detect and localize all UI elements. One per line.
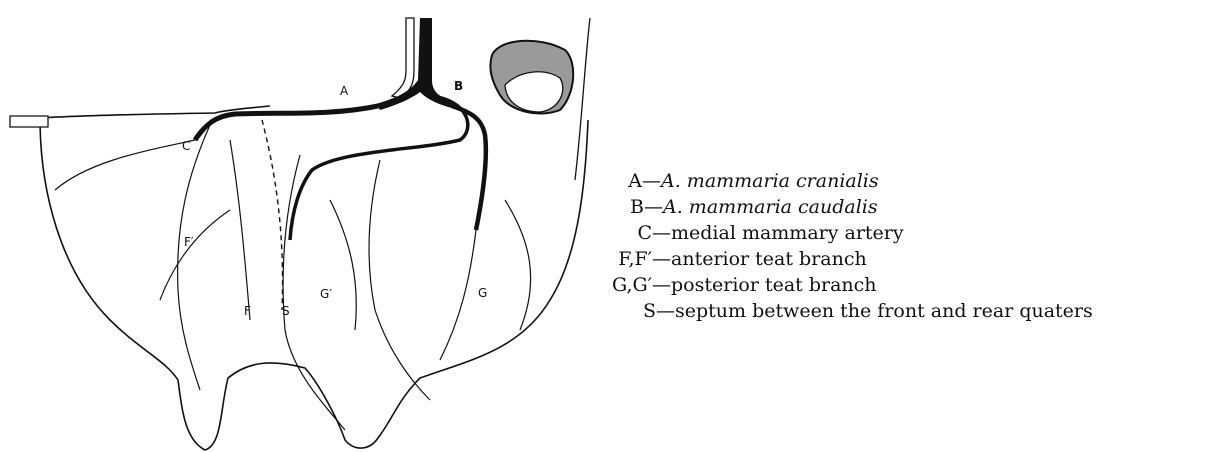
udder-artery-diagram: A B C F′ F S G′ G (0, 0, 600, 452)
label-g-prime: G′ (320, 287, 332, 301)
legend-item-f: F,F′—anterior teat branch (592, 246, 867, 272)
legend-text: A. mammaria cranialis (661, 170, 879, 192)
teat-branches (55, 125, 531, 430)
legend-key: F,F′ (592, 246, 652, 272)
legend-item-b: B—A. mammaria caudalis (592, 194, 878, 220)
legend-text: anterior teat branch (671, 248, 867, 270)
legend-item-g: G,G′—posterior teat branch (592, 272, 877, 298)
legend-key: S (592, 298, 656, 324)
label-a: A (340, 84, 349, 98)
main-artery-trunk (376, 18, 455, 110)
legend-item-a: A—A. mammaria cranialis (592, 168, 879, 194)
legend-text: medial mammary artery (671, 222, 904, 244)
label-c: C (182, 139, 190, 153)
legend-text: posterior teat branch (671, 274, 877, 296)
artery-b-arch (290, 96, 468, 240)
legend-key: B (592, 194, 644, 220)
aorta-trunk (392, 18, 414, 98)
legend-item-c: C—medial mammary artery (592, 220, 904, 246)
label-f: F (244, 304, 251, 318)
legend-text: A. mammaria caudalis (663, 196, 878, 218)
left-vessel-stub (10, 116, 48, 127)
legend-text: septum between the front and rear quater… (675, 300, 1093, 322)
label-s: S (282, 304, 290, 318)
label-g: G (478, 286, 487, 300)
right-body-edge (575, 18, 590, 180)
legend-item-s: S—septum between the front and rear quat… (592, 298, 1093, 324)
septum-line (262, 120, 283, 310)
legend-key: G,G′ (592, 272, 652, 298)
legend-key: C (592, 220, 652, 246)
label-b: B (454, 79, 463, 93)
label-f-prime: F′ (184, 235, 194, 249)
legend-key: A (592, 168, 642, 194)
